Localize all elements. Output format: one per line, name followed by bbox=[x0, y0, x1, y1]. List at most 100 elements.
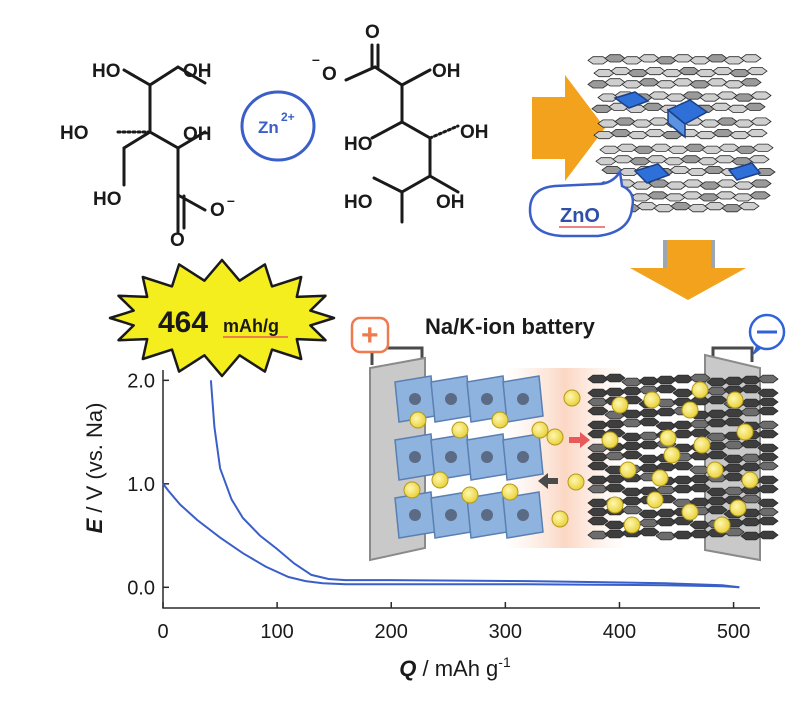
graphene-sheet bbox=[729, 131, 751, 140]
carbon-sheet bbox=[706, 505, 728, 515]
battery-title: Na/K-ion battery bbox=[425, 314, 596, 339]
y-axis-ticks: 0.01.02.0 bbox=[127, 370, 169, 599]
graphene-sheet bbox=[610, 129, 632, 138]
graphene-sheet bbox=[653, 204, 675, 213]
graphene-sheet bbox=[665, 181, 687, 190]
series-line-1 bbox=[209, 380, 740, 589]
intercalated-ion bbox=[736, 423, 754, 441]
carbon-sheet bbox=[655, 517, 677, 527]
carbon-sheet bbox=[672, 484, 694, 494]
carbon-sheet bbox=[638, 440, 660, 450]
graphene-sheet bbox=[716, 91, 738, 100]
carbon-sheet bbox=[757, 484, 779, 494]
label-oh-r5: OH bbox=[436, 192, 465, 213]
graphene-sheet bbox=[735, 145, 757, 154]
carbon-sheet bbox=[723, 408, 745, 418]
graphene-sheet bbox=[748, 155, 770, 164]
graphene-sheet bbox=[680, 155, 702, 164]
carbon-sheet bbox=[689, 483, 711, 493]
label-ho-r2: HO bbox=[344, 134, 373, 155]
graphene-sheet bbox=[687, 204, 709, 213]
carbon-sheet bbox=[672, 420, 694, 430]
positive-terminal: + bbox=[350, 316, 390, 354]
label-oh-1: OH bbox=[183, 61, 212, 82]
alkali-ion bbox=[551, 510, 569, 528]
carbon-sheet bbox=[621, 418, 643, 428]
intercalated-ion bbox=[741, 471, 759, 489]
carbon-sheet bbox=[689, 474, 711, 484]
graphene-sheet bbox=[648, 91, 670, 100]
carbon-sheet bbox=[740, 407, 762, 417]
x-tick-label: 100 bbox=[260, 621, 293, 643]
carbon-sheet bbox=[604, 451, 626, 461]
graphene-sheet bbox=[621, 80, 643, 89]
capacity-badge: 464 mAh/g bbox=[108, 258, 336, 378]
carbon-sheet bbox=[587, 516, 609, 526]
arrow-right bbox=[532, 75, 605, 181]
y-axis-label: E / V (vs. Na) bbox=[82, 403, 107, 534]
carbon-sheet bbox=[604, 474, 626, 484]
graphene-sheet bbox=[633, 145, 655, 154]
cathode-center bbox=[445, 451, 457, 463]
graphene-sheet bbox=[723, 80, 745, 89]
graphene-sheet bbox=[672, 78, 694, 87]
graphene-sheet bbox=[729, 69, 751, 78]
graphene-sheet bbox=[712, 67, 734, 76]
carbon-sheet bbox=[621, 487, 643, 497]
carbon-sheet bbox=[604, 373, 626, 383]
graphene-sheet bbox=[752, 143, 774, 152]
graphene-sheet bbox=[627, 69, 649, 78]
graphene-sheet bbox=[733, 181, 755, 190]
y-tick-label: 1.0 bbox=[127, 474, 155, 496]
intercalated-ion bbox=[623, 516, 641, 534]
graphene-sheet bbox=[716, 117, 738, 126]
carbon-sheet bbox=[689, 428, 711, 438]
graphene-sheet bbox=[740, 54, 762, 63]
cathode-center bbox=[481, 509, 493, 521]
carbon-sheet bbox=[655, 421, 677, 431]
graphene-sheet bbox=[627, 131, 649, 140]
carbon-sheet bbox=[757, 406, 779, 416]
carbon-sheet bbox=[638, 527, 660, 537]
graphene-sheet bbox=[604, 54, 626, 63]
gluconate-left-labels: HO OH HO OH HO O O – bbox=[60, 61, 235, 251]
cathode-center bbox=[445, 509, 457, 521]
alkali-ions bbox=[403, 389, 585, 528]
graphene-sheet bbox=[733, 119, 755, 128]
graphene-sheet bbox=[655, 56, 677, 65]
plus-sign: + bbox=[361, 319, 379, 352]
x-axis-label: Q / mAh g-1 bbox=[399, 654, 511, 681]
graphene-sheet bbox=[593, 131, 615, 140]
graphene-sheet bbox=[695, 69, 717, 78]
graphene-sheet bbox=[650, 143, 672, 152]
label-ho-1: HO bbox=[92, 61, 121, 82]
intercalated-ion bbox=[643, 391, 661, 409]
cathode-center bbox=[517, 451, 529, 463]
cathode-layered-oxide bbox=[394, 375, 544, 539]
intercalated-ion bbox=[619, 461, 637, 479]
carbon-sheet bbox=[757, 397, 779, 407]
graphene-sheet bbox=[750, 91, 772, 100]
graphene-sheet bbox=[682, 179, 704, 188]
carbon-sheet bbox=[740, 398, 762, 408]
graphene-sheet bbox=[672, 54, 694, 63]
label-o-minus: O bbox=[210, 200, 225, 221]
graphene-sheet bbox=[689, 80, 711, 89]
carbon-sheet bbox=[587, 507, 609, 517]
graphene-sheet bbox=[698, 193, 720, 202]
carbon-sheet bbox=[672, 374, 694, 384]
carbon-sheet bbox=[587, 475, 609, 485]
chart-series bbox=[162, 380, 740, 589]
starburst-shape bbox=[108, 258, 336, 378]
graphene-sheet bbox=[678, 67, 700, 76]
wire-right bbox=[711, 346, 754, 362]
carbon-sheet bbox=[621, 505, 643, 515]
carbon-sheet bbox=[689, 373, 711, 383]
intercalated-ion bbox=[601, 431, 619, 449]
carbon-sheet bbox=[655, 384, 677, 394]
carbon-sheet bbox=[638, 454, 660, 464]
graphene-sheet bbox=[723, 56, 745, 65]
graphene-sheet bbox=[644, 67, 666, 76]
graphene-sheet bbox=[682, 91, 704, 100]
graphene-sheet bbox=[684, 143, 706, 152]
